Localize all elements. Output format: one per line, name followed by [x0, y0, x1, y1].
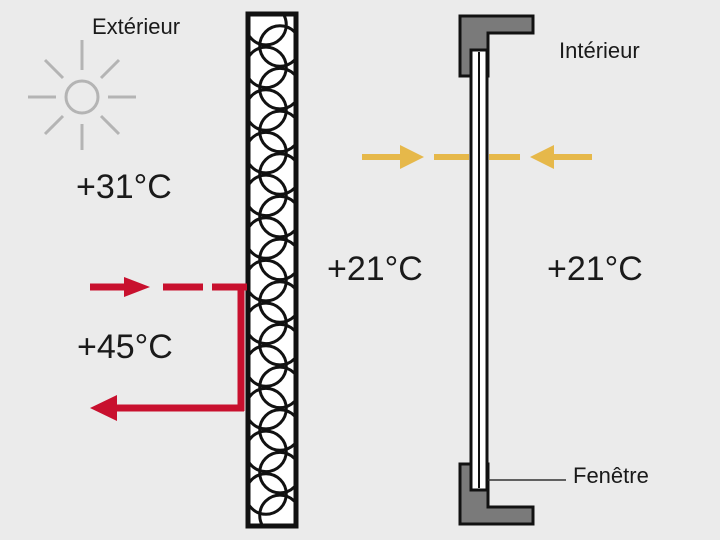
- insulation-cell: [248, 429, 288, 474]
- insulation-cell: [258, 109, 296, 154]
- insulation-cell: [258, 280, 296, 324]
- insulation-cell: [258, 450, 296, 495]
- insulation-cell: [258, 322, 296, 367]
- insulation-cell: [248, 88, 288, 132]
- red-arrow-icon: [90, 277, 247, 421]
- insulation-cells: [248, 14, 296, 526]
- insulation-cell: [258, 408, 296, 452]
- insulation-cell: [258, 152, 296, 196]
- insulation-cell: [258, 24, 296, 68]
- wall-inner-temperature: +21°C: [327, 250, 423, 288]
- insulation-cell: [248, 45, 288, 90]
- window-label: Fenêtre: [573, 463, 649, 488]
- insulation-cell: [248, 472, 288, 516]
- sun-icon: [28, 40, 136, 150]
- outside-air-temperature: +31°C: [76, 168, 172, 206]
- interior-label: Intérieur: [559, 38, 640, 63]
- insulation-cell: [248, 14, 288, 47]
- insulation-cell: [258, 493, 296, 526]
- exterior-label: Extérieur: [92, 14, 181, 39]
- insulation-cell: [258, 365, 296, 410]
- window: [458, 14, 566, 526]
- insulation-cell: [258, 194, 296, 239]
- wall-background: [248, 14, 296, 526]
- insulation-cell: [248, 173, 288, 218]
- wall-outline: [245, 11, 299, 529]
- outside-surface-temperature: +45°C: [77, 328, 173, 366]
- insulation-cell: [248, 344, 288, 388]
- insulation-cell: [248, 130, 288, 175]
- insulation-cell: [258, 66, 296, 111]
- insulation-cell: [248, 216, 288, 260]
- insulated-wall: [245, 11, 299, 529]
- insulation-cell: [258, 237, 296, 282]
- room-temperature: +21°C: [547, 250, 643, 288]
- yellow-arrow-icon: [362, 145, 592, 169]
- insulation-cell: [248, 301, 288, 346]
- insulation-cell: [248, 386, 288, 431]
- insulation-cell: [248, 258, 288, 303]
